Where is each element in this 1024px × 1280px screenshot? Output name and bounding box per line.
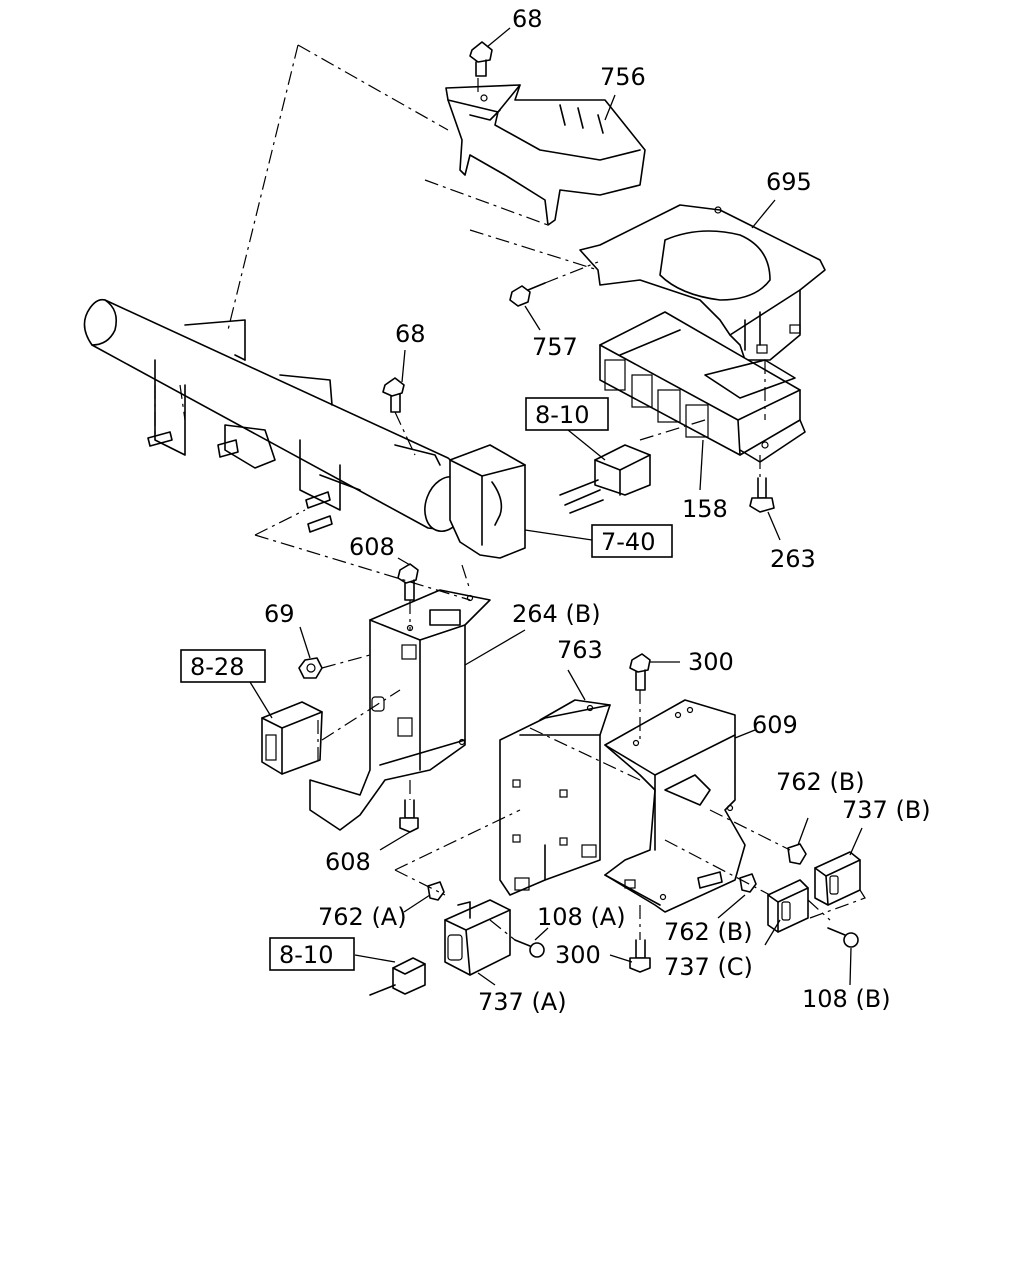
module-737b (814, 851, 861, 906)
ecu-module-158 (599, 311, 806, 463)
label-108b: 108 (B) (802, 985, 891, 1013)
bracket-264b (309, 589, 491, 831)
relay-8-28 (261, 701, 323, 775)
label-300-top: 300 (688, 648, 734, 676)
beam-studs (147, 431, 333, 533)
module-737c (767, 879, 809, 933)
label-608-top: 608 (349, 533, 395, 561)
module-737a (444, 899, 511, 976)
connector-8-10-bottom (369, 957, 426, 996)
bolt-300-bottom (629, 939, 651, 973)
label-69: 69 (264, 600, 295, 628)
label-695: 695 (766, 168, 812, 196)
label-737c: 737 (C) (664, 953, 753, 981)
screw-108b (827, 927, 859, 948)
ref-8-10-bottom: 8-10 (279, 941, 333, 969)
ref-8-10-top: 8-10 (535, 401, 589, 429)
screw-108a (514, 939, 545, 958)
label-68-top: 68 (512, 5, 543, 33)
reference-boxes: 8-10 7-40 8-28 8-10 (180, 397, 673, 971)
label-762b-mid: 762 (B) (664, 918, 753, 946)
bolt-263 (749, 477, 775, 513)
bolt-757 (509, 282, 546, 307)
label-762b-right: 762 (B) (776, 768, 865, 796)
label-158: 158 (682, 495, 728, 523)
ref-box-8-28[interactable]: 8-28 (180, 649, 266, 683)
connector-8-10-top (559, 444, 651, 514)
bracket-756 (445, 84, 646, 226)
ref-box-8-10-top[interactable]: 8-10 (525, 397, 609, 431)
bolt-68-mid (382, 377, 405, 413)
ref-7-40: 7-40 (601, 528, 655, 556)
bolt-300-top (629, 653, 651, 691)
ref-box-7-40[interactable]: 7-40 (591, 524, 673, 558)
label-68-mid: 68 (395, 320, 426, 348)
bracket-609 (604, 699, 746, 913)
ref-box-8-10-bottom[interactable]: 8-10 (269, 937, 355, 971)
label-763: 763 (557, 636, 603, 664)
nut-69 (298, 657, 323, 679)
label-263: 263 (770, 545, 816, 573)
ref-8-28: 8-28 (190, 653, 244, 681)
label-609: 609 (752, 711, 798, 739)
label-737b: 737 (B) (842, 796, 931, 824)
label-762a: 762 (A) (318, 903, 407, 931)
clip-762b-right (787, 843, 807, 865)
bracket-763 (499, 699, 611, 896)
screw-609-side (697, 871, 723, 889)
bolt-68-top (469, 41, 493, 77)
bolt-608-top (397, 563, 419, 601)
label-608-bottom: 608 (325, 848, 371, 876)
label-108a: 108 (A) (537, 903, 626, 931)
label-264b: 264 (B) (512, 600, 601, 628)
bolt-608-bottom (399, 799, 419, 833)
bracket-block-7-40 (449, 444, 526, 559)
label-300-bottom: 300 (555, 941, 601, 969)
leader-lines (249, 27, 863, 986)
bracket-695 (579, 204, 826, 361)
label-757: 757 (532, 333, 578, 361)
alignment-lines (154, 44, 866, 941)
part-labels: 68 756 695 757 68 158 263 608 69 264 (B)… (264, 5, 931, 1016)
label-756: 756 (600, 63, 646, 91)
label-737a: 737 (A) (478, 988, 567, 1016)
